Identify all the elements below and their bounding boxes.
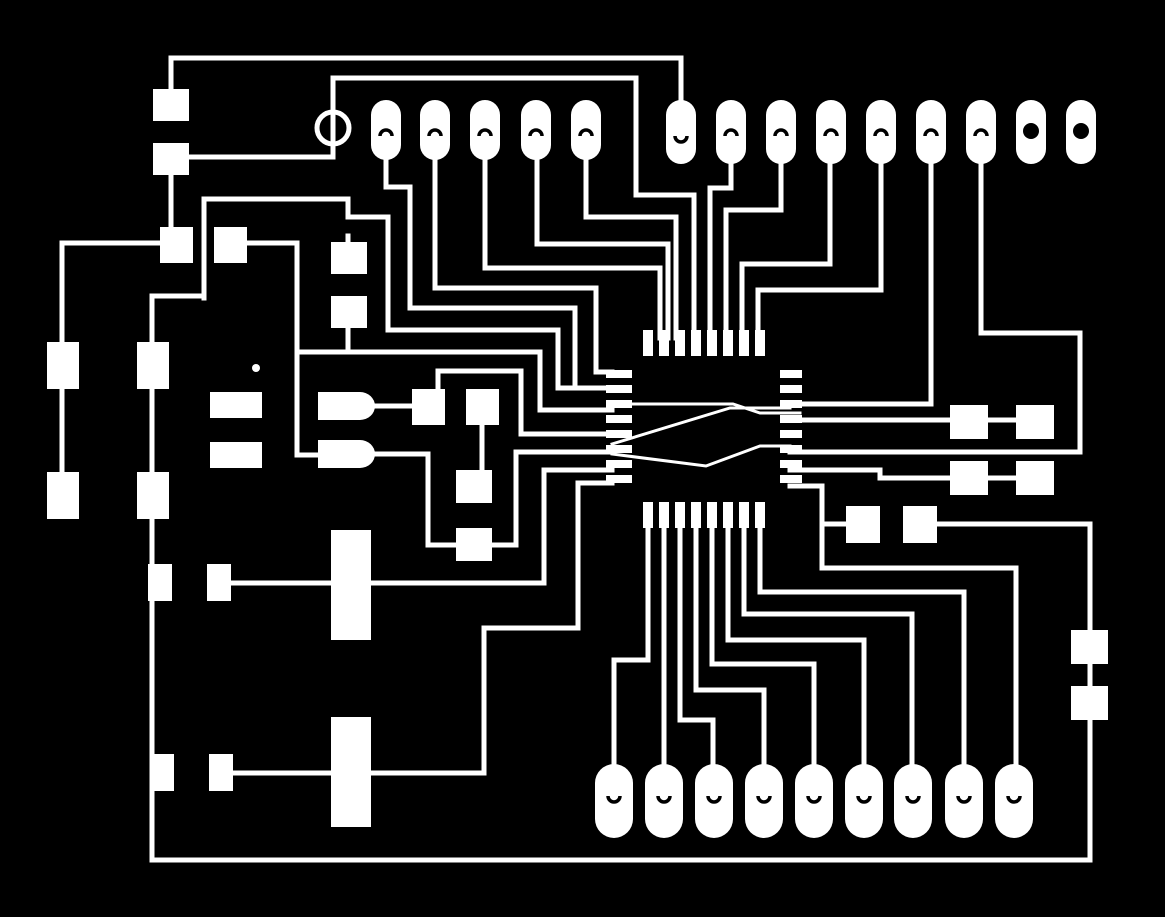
ic-chip-footprint [606, 330, 802, 528]
bottom-header-pads [595, 764, 1033, 838]
top-header-pads [314, 100, 1096, 164]
smd-pads [47, 89, 1108, 827]
